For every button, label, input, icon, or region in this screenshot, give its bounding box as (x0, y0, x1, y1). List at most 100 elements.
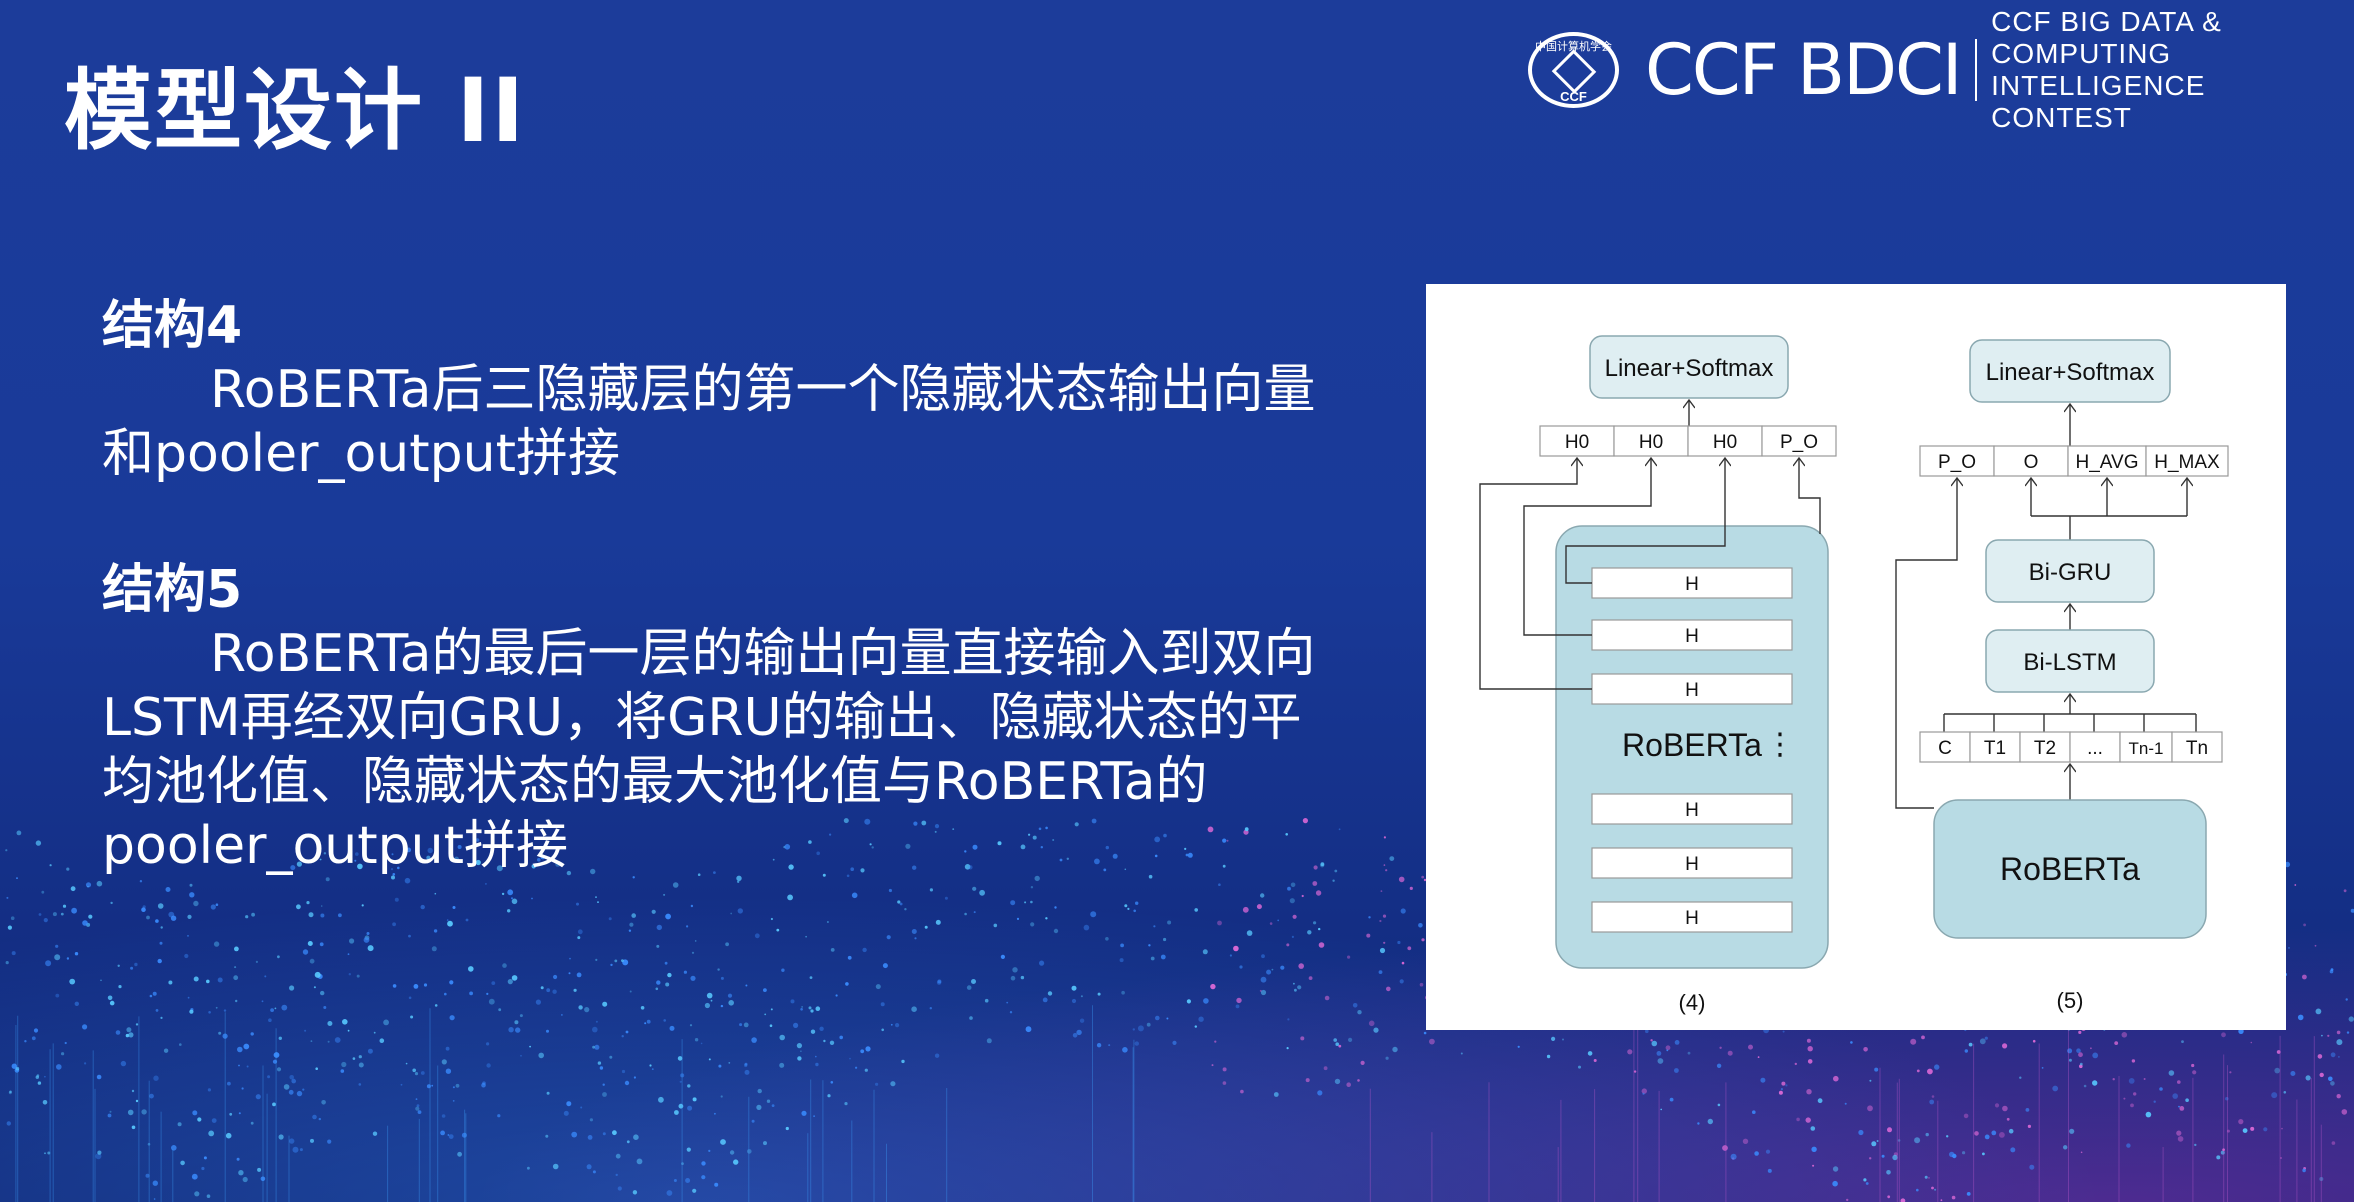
particle-dot (1080, 995, 1083, 998)
particle-dot (1874, 1067, 1879, 1072)
ccf-bdci-logo: 中国计算机学会 CCF CCF BDCI CCF BIG DATA & COMP… (1528, 6, 2354, 133)
particle-dot (1752, 1110, 1756, 1114)
particle-dot (546, 1029, 549, 1033)
particle-dot (744, 1063, 748, 1068)
particle-dot (860, 1049, 865, 1054)
particle-dot (441, 1114, 446, 1118)
particle-dot (890, 1081, 896, 1087)
particle-dot (1105, 937, 1109, 941)
particle-dot (2078, 1052, 2083, 1058)
particle-dot (100, 979, 102, 982)
particle-dot (1385, 1056, 1389, 1060)
particle-dot (576, 902, 579, 906)
particle-dot (2229, 1071, 2232, 1074)
particle-dot (621, 1035, 624, 1038)
particle-dot (1794, 1062, 1798, 1066)
particle-dot (2076, 1048, 2081, 1053)
particle-dot (592, 1026, 598, 1033)
particle-dot (720, 1095, 723, 1098)
particle-dot (366, 932, 370, 935)
particle-dot (2131, 1059, 2136, 1063)
particle-dot (2041, 1067, 2044, 1069)
particle-dot (168, 911, 175, 918)
particle-dot (309, 958, 315, 964)
d5-token-cell (2119, 731, 2173, 763)
particle-dot (187, 935, 189, 937)
particle-dot (441, 1059, 447, 1065)
d4-linear-softmax-label: Linear+Softmax (1605, 355, 1774, 382)
particle-dot (1383, 941, 1386, 944)
particle-dot (770, 1008, 773, 1011)
particle-dot (594, 1044, 600, 1050)
particle-dot (1707, 1118, 1714, 1125)
particle-dot (1650, 1039, 1653, 1042)
particle-dot (631, 913, 636, 918)
particle-dot (1090, 911, 1097, 918)
particle-dot (257, 1167, 262, 1172)
particle-dot (61, 1052, 65, 1056)
particle-dot (1719, 1046, 1722, 1050)
particle-dot (404, 877, 411, 884)
particle-dot (358, 1062, 364, 1068)
particle-dot (1289, 898, 1295, 904)
particle-dot (881, 1028, 884, 1032)
d5-pooler-connector (1895, 478, 1957, 809)
particle-dot (461, 1132, 467, 1138)
particle-dot (586, 1164, 592, 1170)
particle-dot (1217, 920, 1222, 926)
particle-dot (2238, 1119, 2244, 1125)
particle-dot (208, 1011, 211, 1014)
section-4-body: RoBERTa后三隐藏层的第一个隐藏状态输出向量和pooler_output拼接 (102, 360, 1316, 484)
particle-dot (1400, 908, 1406, 914)
particle-dot (664, 961, 668, 965)
particle-dot (1517, 1045, 1520, 1048)
particle-dot (800, 1008, 803, 1011)
particle-dot (193, 976, 199, 982)
particle-dot (1642, 1092, 1645, 1095)
particle-dot (16, 877, 18, 879)
particle-dot (1287, 886, 1291, 891)
particle-dot (481, 1082, 486, 1088)
particle-dot (714, 1182, 719, 1187)
particle-dot (730, 912, 733, 915)
particle-dot (1071, 998, 1077, 1004)
particle-dot (449, 980, 454, 985)
particle-dot (149, 994, 153, 998)
particle-dot (751, 1037, 757, 1043)
particle-dot (327, 1021, 333, 1026)
particle-dot (190, 1008, 194, 1012)
particle-dot (1335, 1042, 1339, 1046)
particle-dot (1030, 900, 1033, 904)
particle-dot (2112, 1078, 2115, 1081)
particle-dot (1742, 1138, 1749, 1145)
particle-dot (2338, 1056, 2340, 1058)
particle-dot (296, 904, 301, 910)
particle-dot (1346, 1082, 1351, 1087)
particle-dot (796, 1043, 803, 1049)
particle-dot (815, 1055, 817, 1058)
particle-dot (1318, 942, 1325, 948)
particle-dot (276, 1067, 282, 1072)
particle-dot (141, 907, 146, 912)
particle-dot (1012, 967, 1018, 973)
particle-dot (1423, 1031, 1427, 1035)
particle-dot (1097, 992, 1101, 996)
particle-dot (770, 917, 774, 921)
particle-dot (1240, 1089, 1244, 1094)
particle-dot (1030, 886, 1034, 889)
d4-connector (1479, 458, 1592, 690)
particle-dot (708, 1058, 711, 1061)
particle-dot (621, 959, 624, 962)
particle-dot (2331, 1141, 2336, 1145)
d4-concat-label: H0 (1713, 432, 1737, 453)
particle-dot (1260, 989, 1267, 996)
particle-dot (1323, 1066, 1328, 1071)
particle-dot (808, 1006, 812, 1010)
particle-dot (96, 880, 103, 887)
particle-dot (341, 1061, 347, 1068)
particle-dot (2192, 1070, 2197, 1075)
particle-dot (895, 1023, 900, 1028)
particle-dot (1627, 1049, 1633, 1055)
particle-dot (691, 951, 695, 954)
particle-dot (49, 864, 52, 867)
